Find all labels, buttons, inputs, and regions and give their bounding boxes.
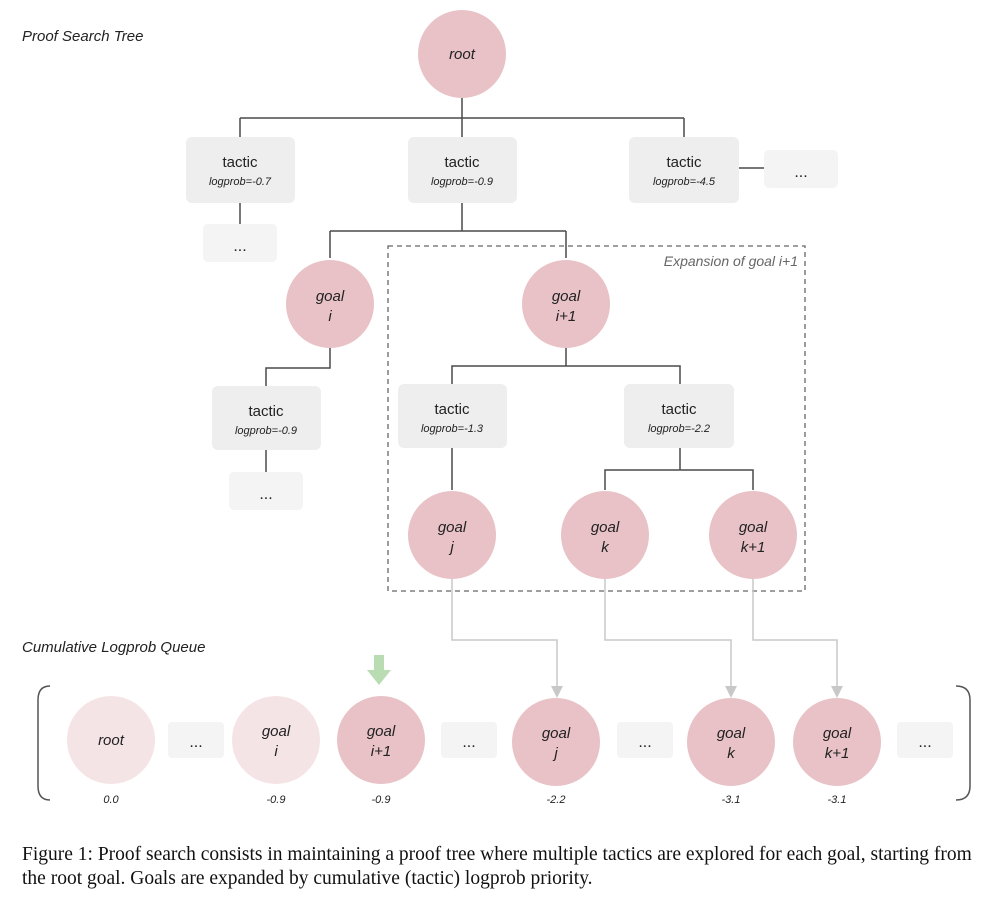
svg-text:goal: goal xyxy=(262,723,291,740)
arrow-heads xyxy=(551,686,843,698)
svg-text:i: i xyxy=(274,743,278,760)
svg-text:goal: goal xyxy=(316,288,345,305)
svg-text:i+1: i+1 xyxy=(556,308,576,325)
svg-text:i+1: i+1 xyxy=(371,743,391,760)
arrow-goal-j-to-queue xyxy=(451,579,558,688)
tactic-logprob: logprob=-0.9 xyxy=(431,176,493,188)
tactic-logprob: logprob=-4.5 xyxy=(653,176,716,188)
queue-ellipsis-1: ... xyxy=(168,722,224,758)
queue-score: -0.9 xyxy=(372,794,391,806)
tactic-label: tactic xyxy=(666,154,702,171)
tactic-label: tactic xyxy=(661,401,697,418)
svg-text:...: ... xyxy=(189,734,202,751)
svg-text:goal: goal xyxy=(542,725,571,742)
goal-node-k: goal k xyxy=(561,491,649,579)
svg-text:goal: goal xyxy=(552,288,581,305)
svg-text:...: ... xyxy=(462,734,475,751)
tactic-label: tactic xyxy=(444,154,480,171)
tactic-node-4: tactic logprob=-0.9 xyxy=(212,386,321,450)
queue-item-goal-i: goal i -0.9 xyxy=(232,696,320,806)
root-node: root xyxy=(418,10,506,98)
queue-ellipsis-3: ... xyxy=(617,722,673,758)
tactic-node-3: tactic logprob=-4.5 xyxy=(629,137,739,203)
svg-text:j: j xyxy=(448,539,454,556)
tactic-node-6: tactic logprob=-2.2 xyxy=(624,384,734,448)
queue-score: -3.1 xyxy=(722,794,741,806)
svg-text:root: root xyxy=(98,732,125,749)
edge-tactic2-goals xyxy=(329,203,567,258)
queue-item-goal-k-plus-1: goal k+1 -3.1 xyxy=(793,698,881,806)
tactic-logprob: logprob=-1.3 xyxy=(421,423,484,435)
svg-text:...: ... xyxy=(638,734,651,751)
svg-text:k: k xyxy=(601,539,610,556)
tactic-logprob: logprob=-0.7 xyxy=(209,176,272,188)
svg-text:goal: goal xyxy=(367,723,396,740)
tree-section-title: Proof Search Tree xyxy=(22,28,143,45)
arrow-head-k xyxy=(725,686,737,698)
queue-section-title: Cumulative Logprob Queue xyxy=(22,639,205,656)
tactic-node-2: tactic logprob=-0.9 xyxy=(408,137,517,203)
queue-item-goal-i-plus-1: goal i+1 -0.9 xyxy=(337,696,425,806)
edge-goal-i-tactic xyxy=(265,348,331,386)
queue-item-root: root 0.0 xyxy=(67,696,155,806)
goal-node-k-plus-1: goal k+1 xyxy=(709,491,797,579)
svg-text:goal: goal xyxy=(823,725,852,742)
svg-text:i: i xyxy=(328,308,332,325)
svg-text:goal: goal xyxy=(438,519,467,536)
svg-text:goal: goal xyxy=(591,519,620,536)
svg-text:...: ... xyxy=(233,238,246,255)
tactic-label: tactic xyxy=(434,401,470,418)
queue-score: 0.0 xyxy=(103,794,119,806)
ellipsis-node-tactic1: ... xyxy=(203,224,277,262)
queue-score: -2.2 xyxy=(547,794,566,806)
queue-right-bracket xyxy=(955,685,971,801)
goal-node-i-plus-1: goal i+1 xyxy=(522,260,610,348)
arrow-head-k1 xyxy=(831,686,843,698)
tactic-label: tactic xyxy=(248,403,284,420)
svg-text:j: j xyxy=(552,745,558,762)
queue-left-bracket xyxy=(37,685,51,801)
ellipsis-node-tactic3: ... xyxy=(764,150,838,188)
tactic-logprob: logprob=-2.2 xyxy=(648,423,710,435)
figure-caption: Figure 1: Proof search consists in maint… xyxy=(22,844,972,889)
tactic-label: tactic xyxy=(222,154,258,171)
root-label: root xyxy=(449,46,476,63)
edge-tactic6-goals xyxy=(604,448,754,490)
svg-text:goal: goal xyxy=(717,725,746,742)
queue-score: -3.1 xyxy=(828,794,847,806)
svg-text:goal: goal xyxy=(739,519,768,536)
svg-text:...: ... xyxy=(259,486,272,503)
queue-ellipsis-2: ... xyxy=(441,722,497,758)
arrow-head-j xyxy=(551,686,563,698)
tactic-logprob: logprob=-0.9 xyxy=(235,425,297,437)
svg-text:k: k xyxy=(727,745,736,762)
arrow-goal-k1-to-queue xyxy=(752,579,838,688)
goal-node-j: goal j xyxy=(408,491,496,579)
svg-text:...: ... xyxy=(794,164,807,181)
expansion-box-label: Expansion of goal i+1 xyxy=(664,253,798,269)
queue-score: -0.9 xyxy=(267,794,286,806)
svg-text:...: ... xyxy=(918,734,931,751)
ellipsis-node-tactic4: ... xyxy=(229,472,303,510)
queue-item-goal-k: goal k -3.1 xyxy=(687,698,775,806)
svg-text:k+1: k+1 xyxy=(741,539,766,556)
queue-item-goal-j: goal j -2.2 xyxy=(512,698,600,806)
edge-goal-i1-tactics xyxy=(451,348,681,384)
next-expansion-pointer-icon xyxy=(367,655,391,685)
tactic-node-1: tactic logprob=-0.7 xyxy=(186,137,295,203)
queue-ellipsis-4: ... xyxy=(897,722,953,758)
arrow-goal-k-to-queue xyxy=(604,579,732,688)
edge-root-tactics xyxy=(239,98,685,137)
expansion-box xyxy=(387,245,806,592)
insertion-arrows xyxy=(451,579,838,688)
goal-node-i: goal i xyxy=(286,260,374,348)
tree-edges xyxy=(239,98,764,490)
svg-text:k+1: k+1 xyxy=(825,745,850,762)
tactic-node-5: tactic logprob=-1.3 xyxy=(398,384,507,448)
